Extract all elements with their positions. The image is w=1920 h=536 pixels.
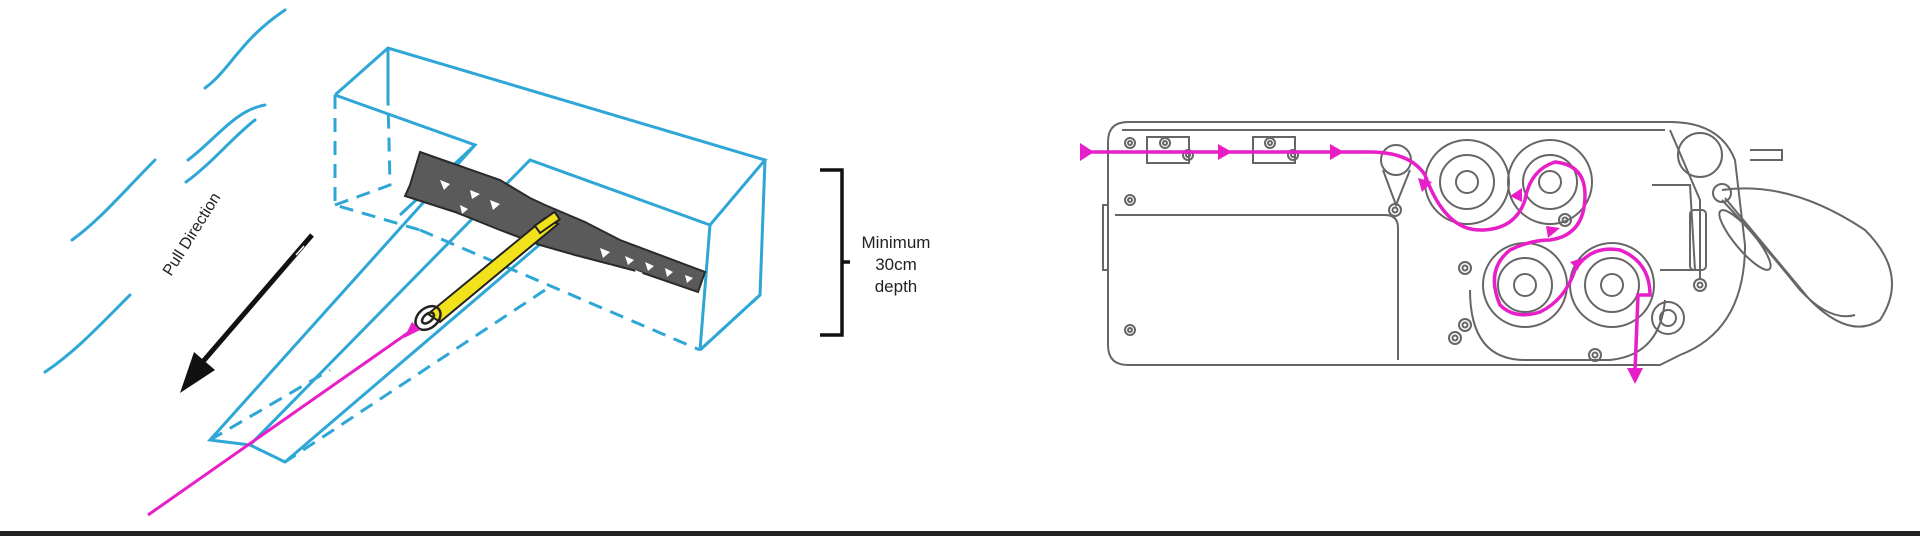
depth-bracket-icon — [820, 168, 850, 337]
rope-device-body — [1102, 121, 1893, 366]
rope-direction-arrow-icon — [1330, 144, 1344, 160]
yellow-strap — [426, 210, 562, 324]
depth-label-line-3: depth — [874, 277, 918, 296]
depth-label-line-2: 30cm — [875, 255, 917, 274]
pull-arrow-icon — [180, 233, 314, 393]
rope-line — [147, 322, 420, 517]
rope-direction-arrow-icon — [1570, 258, 1582, 270]
depth-label-line-1: Minimum — [861, 233, 931, 252]
rope-direction-arrow-icon — [1627, 368, 1643, 384]
rope-direction-arrow-icon — [1080, 143, 1094, 161]
rope-direction-arrow-icon — [1546, 226, 1560, 238]
rope-direction-arrow-icon — [1510, 188, 1522, 202]
trench-hidden-edges — [209, 95, 762, 464]
rope-direction-arrow-icon — [1418, 178, 1432, 192]
rope-direction-arrow-icon — [1218, 144, 1232, 160]
rope-direction-arrow-icon — [404, 322, 420, 338]
device-rope-path — [1080, 150, 1652, 373]
minimum-depth-label: Minimum 30cm depth — [848, 232, 944, 298]
rope-shackle — [414, 304, 442, 332]
water-waves-icon — [43, 8, 287, 374]
device-rope-arrows — [1080, 143, 1643, 384]
bottom-divider — [0, 531, 1920, 536]
